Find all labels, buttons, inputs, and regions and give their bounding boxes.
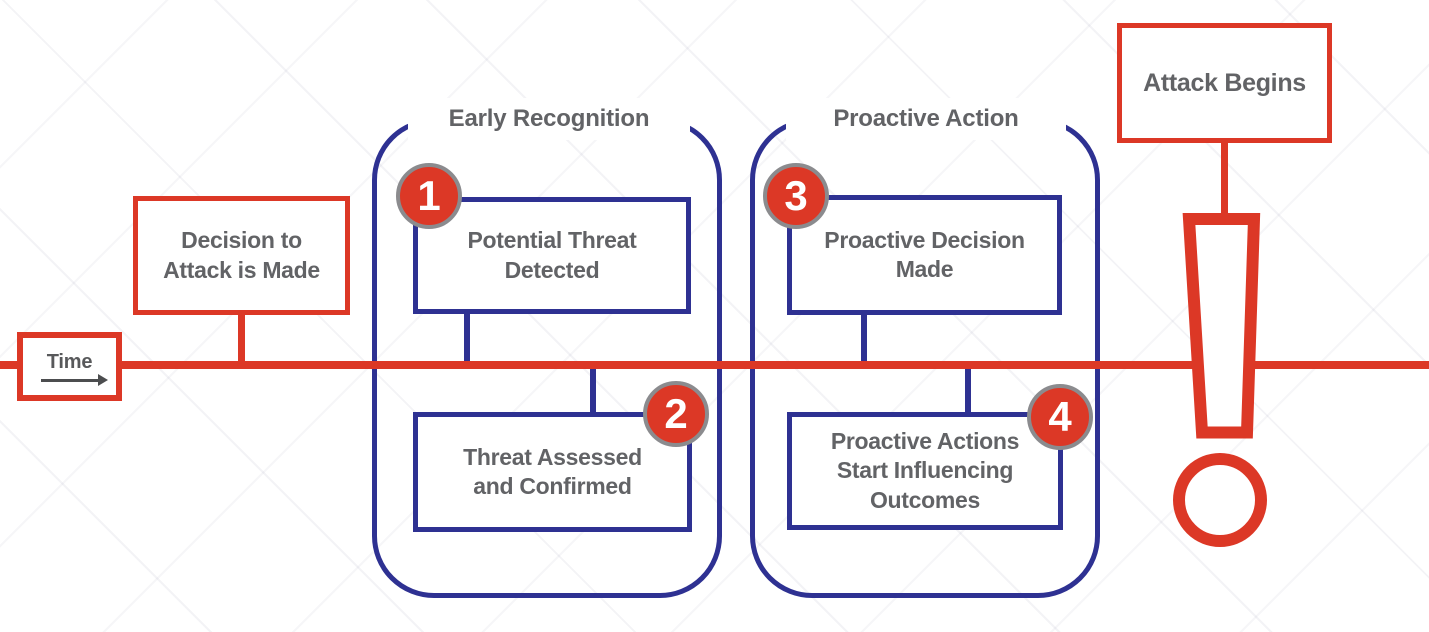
event-label: Decision to Attack is Made: [163, 227, 320, 283]
timeline-axis: [0, 361, 1429, 369]
event-box-decision-to-attack: Decision to Attack is Made: [133, 196, 350, 315]
right-arrow-icon: [40, 374, 108, 386]
step-number-badge-4: 4: [1027, 384, 1093, 450]
step-number-badge-1: 1: [396, 163, 462, 229]
group-title-text: Early Recognition: [448, 105, 650, 132]
step-number-badge-3: 3: [763, 163, 829, 229]
group-title-proactive-action: Proactive Action: [786, 98, 1066, 140]
group-title-text: Proactive Action: [833, 105, 1019, 132]
connector-attack-to-marker: [1221, 140, 1228, 218]
step-box-proactive-actions-outcomes: Proactive Actions Start Influencing Outc…: [787, 412, 1063, 530]
step-box-proactive-decision-made: Proactive Decision Made: [787, 195, 1062, 315]
step-label: Potential Threat Detected: [467, 227, 637, 283]
connector-step1-to-timeline: [464, 312, 470, 365]
time-axis-label: Time: [46, 351, 93, 373]
time-axis-box: Time: [17, 332, 122, 401]
step-box-potential-threat-detected: Potential Threat Detected: [413, 197, 691, 314]
step-number: 1: [417, 172, 441, 219]
step-box-threat-assessed-confirmed: Threat Assessed and Confirmed: [413, 412, 692, 532]
connector-step3-to-timeline: [861, 313, 867, 365]
step-label: Proactive Actions Start Influencing Outc…: [830, 427, 1020, 513]
event-box-attack-begins: Attack Begins: [1117, 23, 1332, 143]
exclamation-icon: [1173, 213, 1267, 547]
event-label: Attack Begins: [1143, 69, 1306, 97]
step-label: Threat Assessed and Confirmed: [463, 443, 642, 499]
step-number-badge-2: 2: [643, 381, 709, 447]
connector-timeline-to-step4: [965, 367, 971, 414]
step-label: Proactive Decision Made: [824, 226, 1025, 282]
step-number: 2: [664, 390, 688, 437]
connector-timeline-to-step2: [590, 367, 596, 414]
group-title-early-recognition: Early Recognition: [408, 98, 690, 140]
connector-decision-to-timeline: [238, 313, 245, 365]
step-number: 3: [784, 172, 808, 219]
step-number: 4: [1048, 393, 1072, 440]
